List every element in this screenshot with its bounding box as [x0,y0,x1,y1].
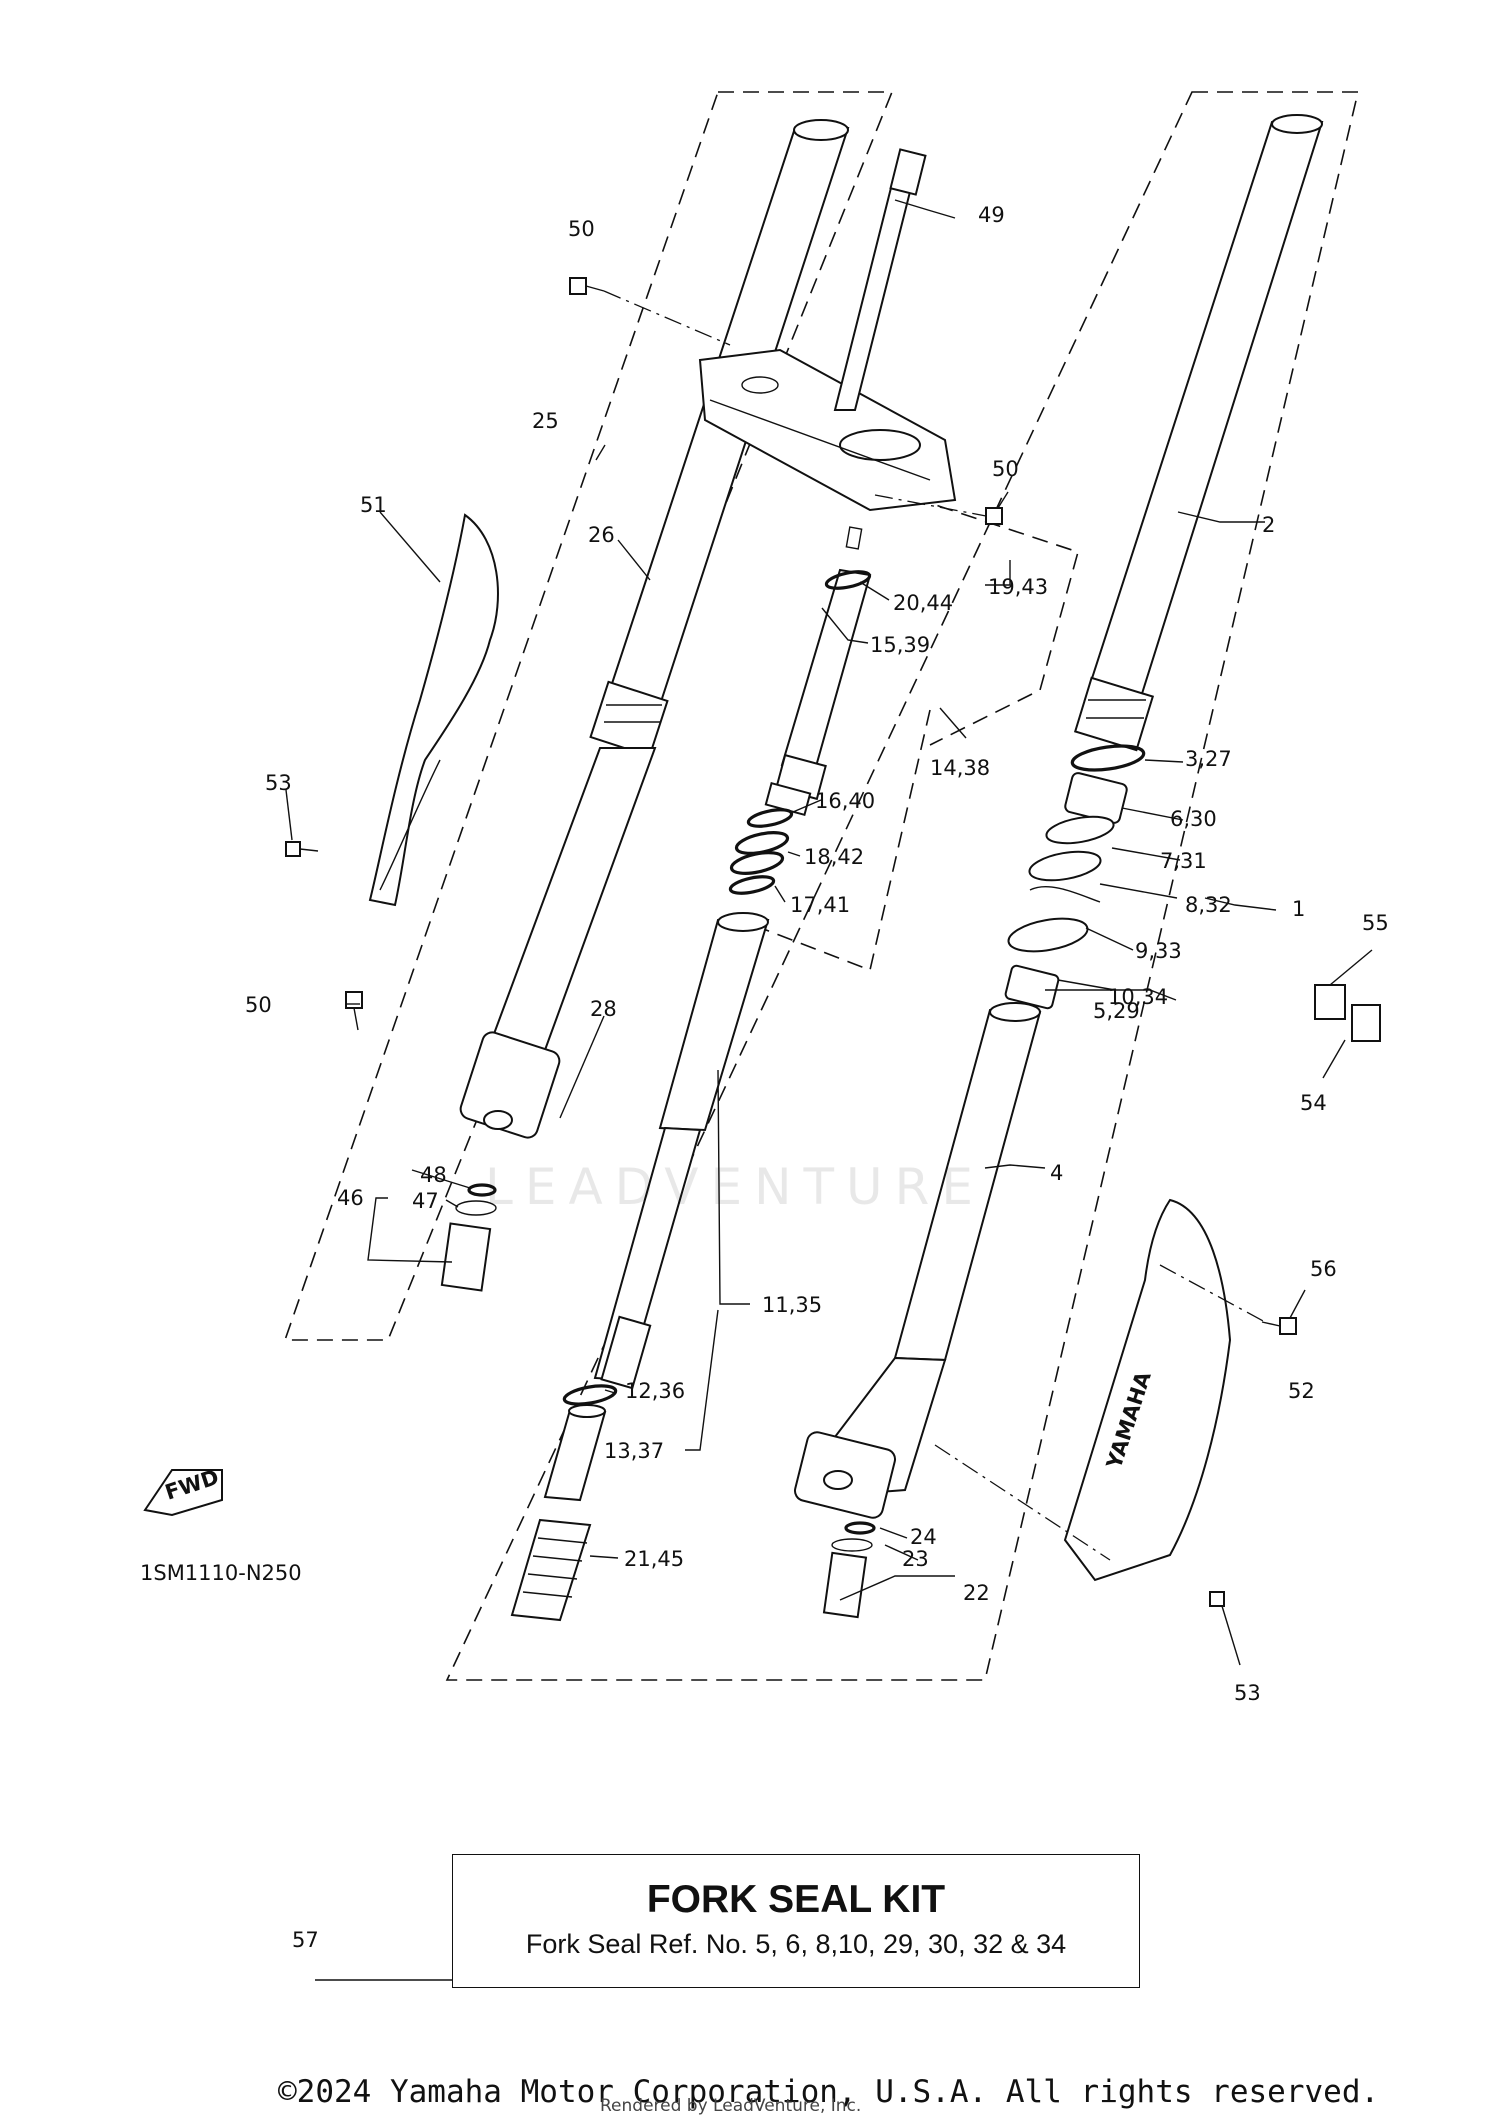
callout-20-44: 20,44 [893,591,953,615]
callout-10-34: 10,34 [1108,985,1168,1009]
callout-48: 48 [420,1163,447,1187]
bleed-screw-19-20 [824,526,872,590]
right-fork-guard-52: YAMAHA [1063,1198,1232,1582]
callout-2: 2 [1262,513,1275,537]
callout-4: 4 [1050,1161,1063,1185]
kit-description: Fork Seal Ref. No. 5, 6, 8,10, 29, 30, 3… [525,1929,1067,1959]
fwd-arrow: FWD [143,1465,223,1517]
callout-21-45: 21,45 [624,1547,684,1571]
bolt-56 [1261,1317,1297,1335]
callout-15-39: 15,39 [870,633,930,657]
left-fork-guard-51 [368,513,499,907]
callout-54: 54 [1300,1091,1327,1115]
callout-26: 26 [588,523,615,547]
callout-16-40: 16,40 [815,789,875,813]
callout-9-33: 9,33 [1135,939,1182,963]
damper-rod-top [764,568,872,817]
bolt-50-left [345,991,363,1031]
kit-ref-number: 57 [292,1928,319,1952]
callout-5-29: 5,29 [1093,999,1140,1023]
axis-line-guard [934,1444,1111,1561]
right-axle-bracket [793,1356,947,1519]
steering-stem-49 [833,148,927,411]
group-outline-19-43 [889,489,1079,746]
bolt-53-left [285,841,319,857]
bolt-50-top [569,277,605,295]
base-valve-12-13 [543,1384,618,1502]
spring-21-45 [510,1518,592,1622]
group-outline-25 [283,91,894,1341]
callout-23: 23 [902,1547,929,1571]
damper-cylinder-11 [593,912,770,1390]
callout-49: 49 [978,203,1005,227]
callout-3-27: 3,27 [1185,747,1232,771]
callout-52: 52 [1288,1379,1315,1403]
callout-13-37: 13,37 [604,1439,664,1463]
watermark-text: LEADVENTURE [485,1158,985,1216]
axis-line-50-top [603,290,731,346]
callout-17-41: 17,41 [790,893,850,917]
upper-triple-clamp [698,348,957,512]
figure-code: 1SM1110-N250 [140,1561,302,1585]
callout-6-30: 6,30 [1170,807,1217,831]
callout-50-mid: 50 [992,457,1019,481]
callout-47: 47 [412,1189,439,1213]
rendered-by-notice: Rendered by LeadVenture, Inc. [600,2096,862,2115]
bolt-50-mid [985,507,1003,525]
callout-1: 1 [1292,897,1305,921]
callout-8-32: 8,32 [1185,893,1232,917]
seals-16-18-17 [728,808,794,895]
drain-bolt-22 [822,1521,876,1619]
callout-50-top: 50 [568,217,595,241]
left-drain-bolt-46 [440,1183,497,1292]
callout-24: 24 [910,1525,937,1549]
callout-7-31: 7,31 [1160,849,1207,873]
callout-53-left: 53 [265,771,292,795]
callout-11-35: 11,35 [762,1293,822,1317]
right-outer-tube-2 [1073,114,1324,752]
callout-25: 25 [532,409,559,433]
callout-12-36: 12,36 [625,1379,685,1403]
kit-title: FORK SEAL KIT [646,1878,946,1921]
callout-51: 51 [360,493,387,517]
callout-55: 55 [1362,911,1389,935]
callout-56: 56 [1310,1257,1337,1281]
axis-line-56 [1159,1264,1266,1323]
callout-50-left: 50 [245,993,272,1017]
group-outline-14-38 [739,709,931,972]
group-outline-1 [445,91,1360,1681]
callout-18-42: 18,42 [804,845,864,869]
callout-28: 28 [590,997,617,1021]
leader-lines [285,199,1373,1981]
seal-stack-3-to-10 [1004,744,1146,1010]
guard-bracket-55-54 [1314,984,1381,1042]
fork-seal-kit-box: FORK SEAL KIT Fork Seal Ref. No. 5, 6, 8… [452,1854,1140,1988]
callout-53-right: 53 [1234,1681,1261,1705]
bolt-53-right [1209,1591,1225,1607]
callout-19-43: 19,43 [988,575,1048,599]
copyright-notice: ©2024 Yamaha Motor Corporation, U.S.A. A… [278,2074,1380,2110]
callout-22: 22 [963,1581,990,1605]
callout-14-38: 14,38 [930,756,990,780]
callout-46: 46 [337,1186,364,1210]
left-outer-tube [459,119,850,1139]
